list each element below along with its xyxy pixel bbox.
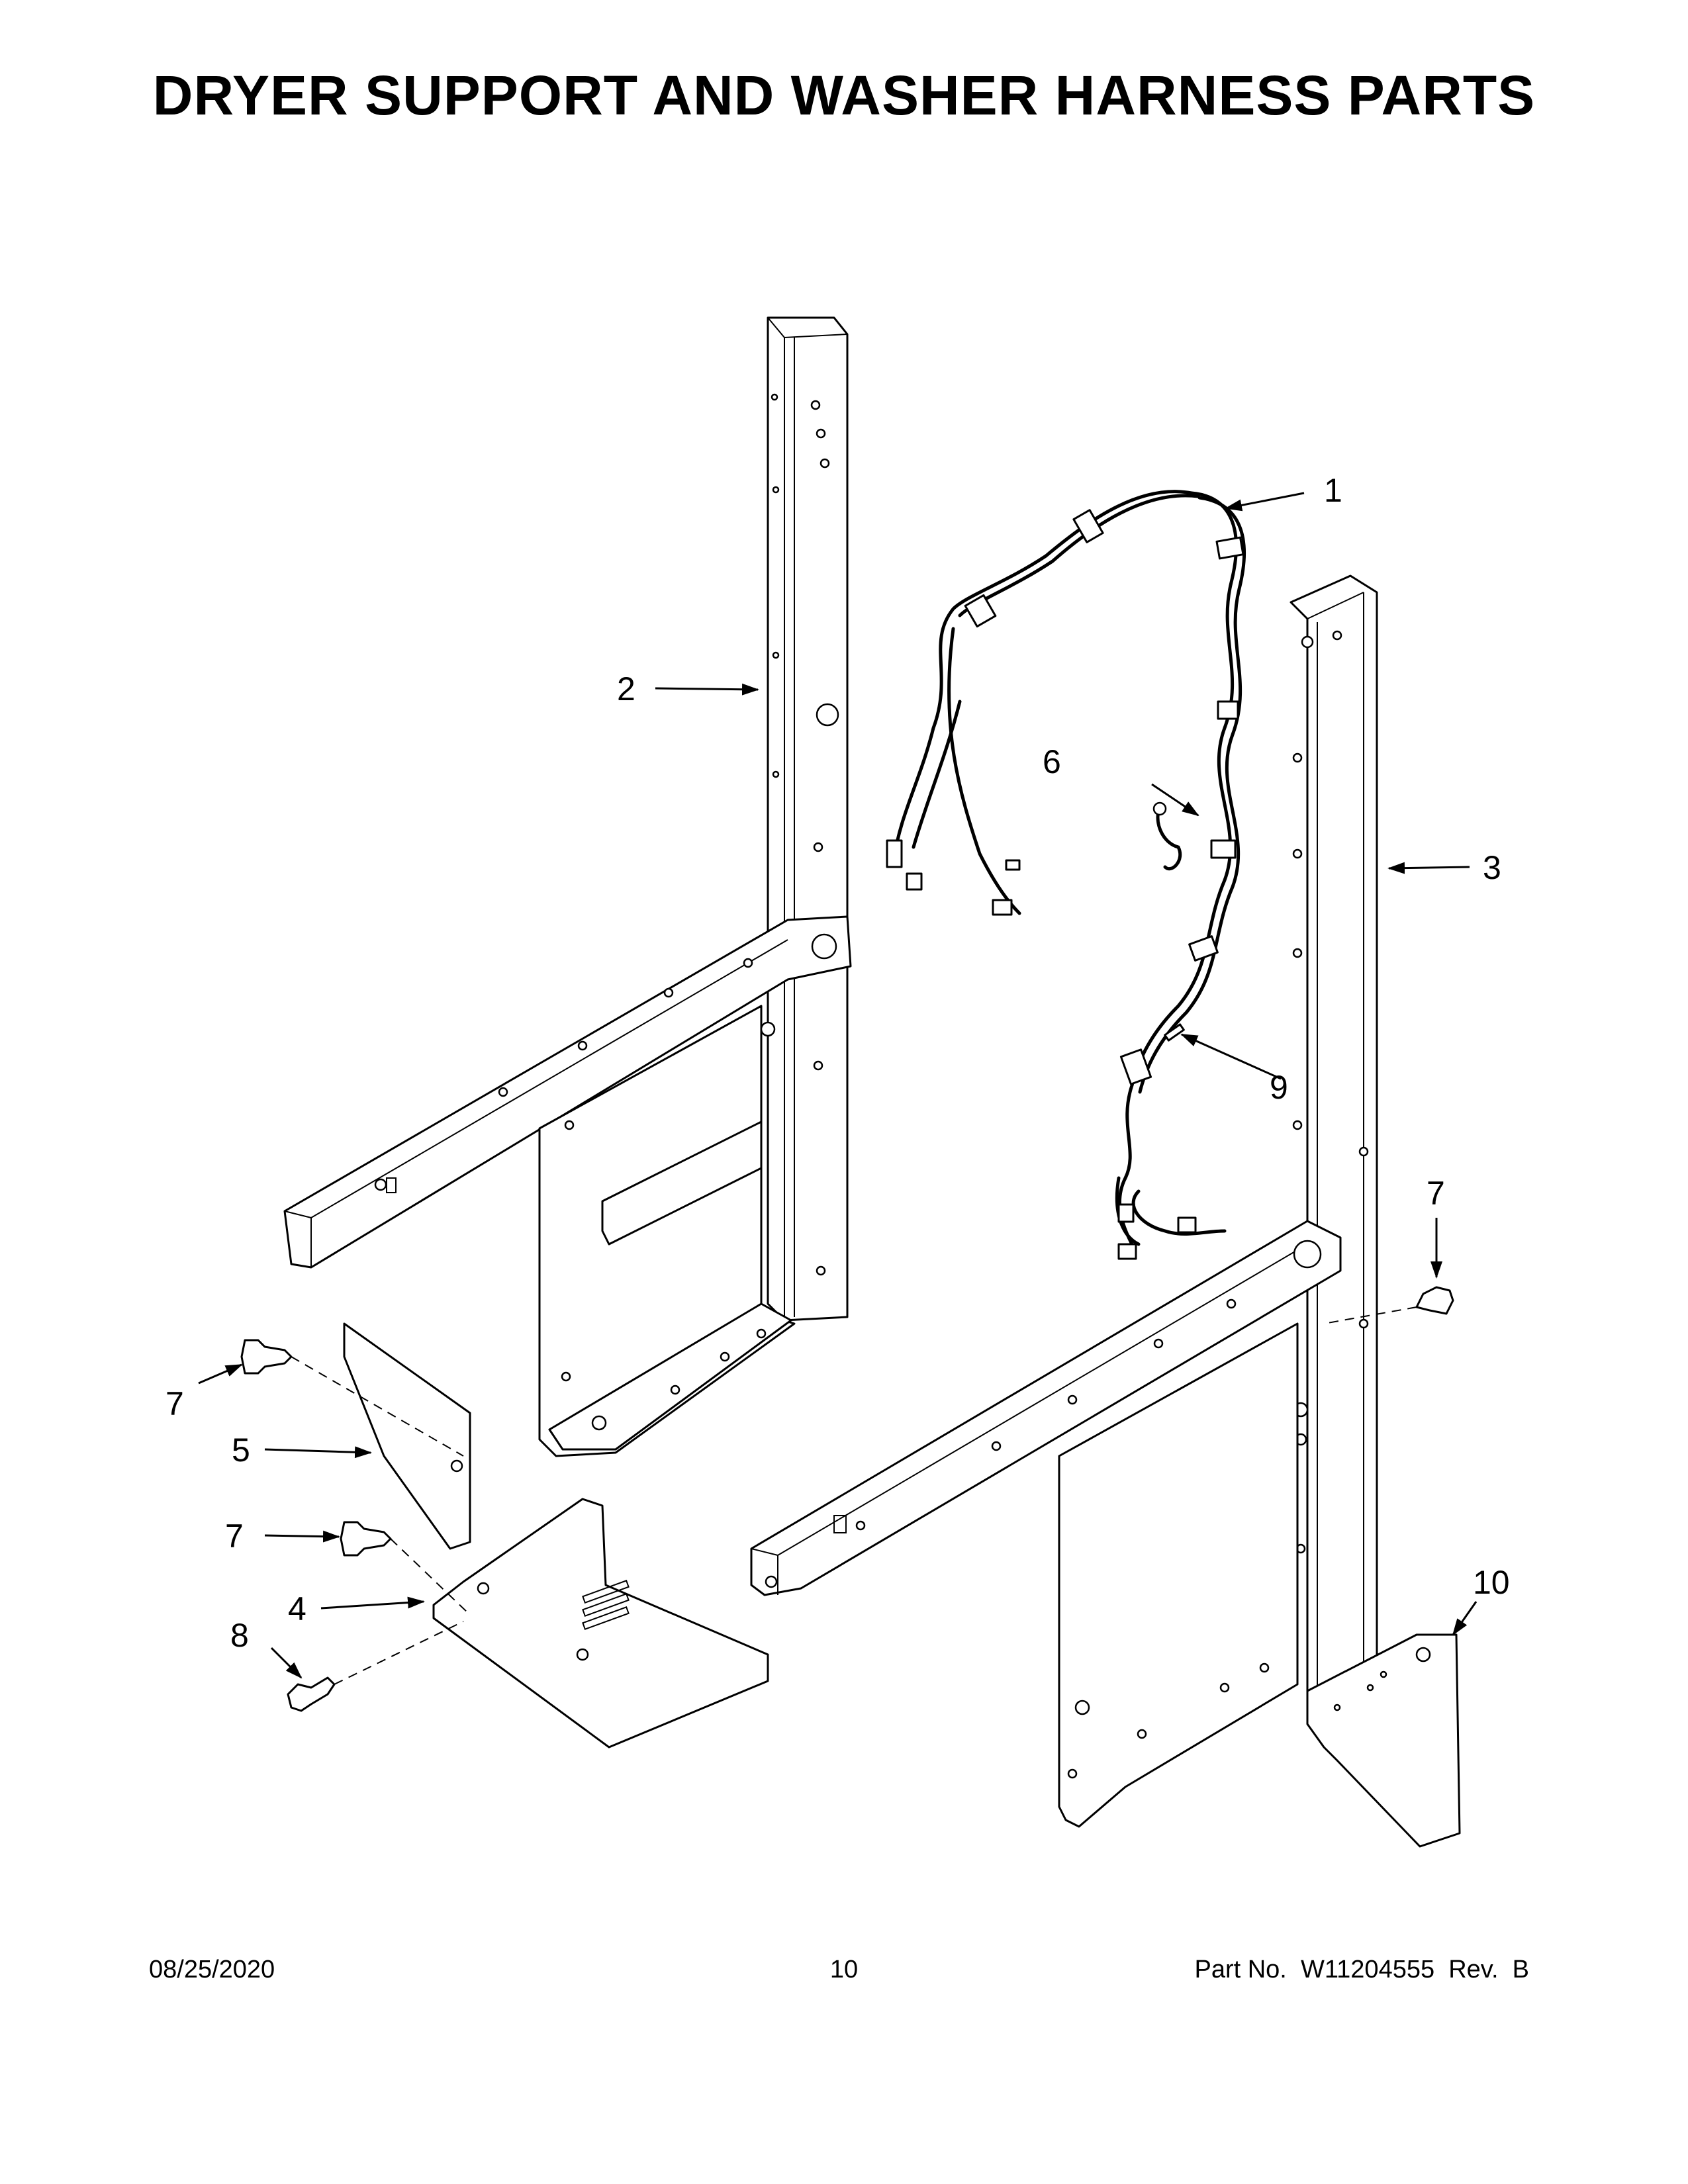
callout-6: 6: [1043, 743, 1061, 780]
page-title: DRYER SUPPORT AND WASHER HARNESS PARTS: [152, 64, 1536, 126]
footer-page-number: 10: [829, 1956, 859, 1983]
footer-part-number: Part No. W11204555 Rev. B: [1194, 1956, 1529, 1983]
panel-part-5: [343, 1322, 471, 1550]
footer-date: 08/25/2020: [149, 1956, 275, 1983]
tie-part-9: [1164, 1023, 1185, 1042]
callout-7-lower-left: 7: [225, 1518, 244, 1555]
screw-8: [287, 1676, 336, 1712]
callout-2: 2: [617, 670, 635, 707]
wire-harness-part-1: [886, 490, 1246, 1260]
callout-7-right: 7: [1427, 1175, 1445, 1212]
dryer-support-right-part: [750, 574, 1378, 1828]
callout-3: 3: [1483, 849, 1501, 886]
callout-5: 5: [232, 1432, 250, 1469]
screw-7-upper-left: [240, 1339, 293, 1375]
callout-1: 1: [1324, 472, 1342, 509]
clip-part-6: [1152, 801, 1182, 871]
bracket-part-4: [432, 1498, 769, 1749]
screw-7-lower-left: [340, 1521, 392, 1557]
dryer-support-left-part: [283, 316, 852, 1457]
callout-4: 4: [288, 1590, 306, 1627]
callout-9: 9: [1270, 1069, 1288, 1106]
bracket-part-10: [1306, 1633, 1461, 1848]
callout-8: 8: [230, 1617, 249, 1654]
callout-10: 10: [1473, 1564, 1510, 1601]
callout-7-upper-left: 7: [165, 1385, 184, 1422]
screw-7-right: [1415, 1286, 1454, 1315]
